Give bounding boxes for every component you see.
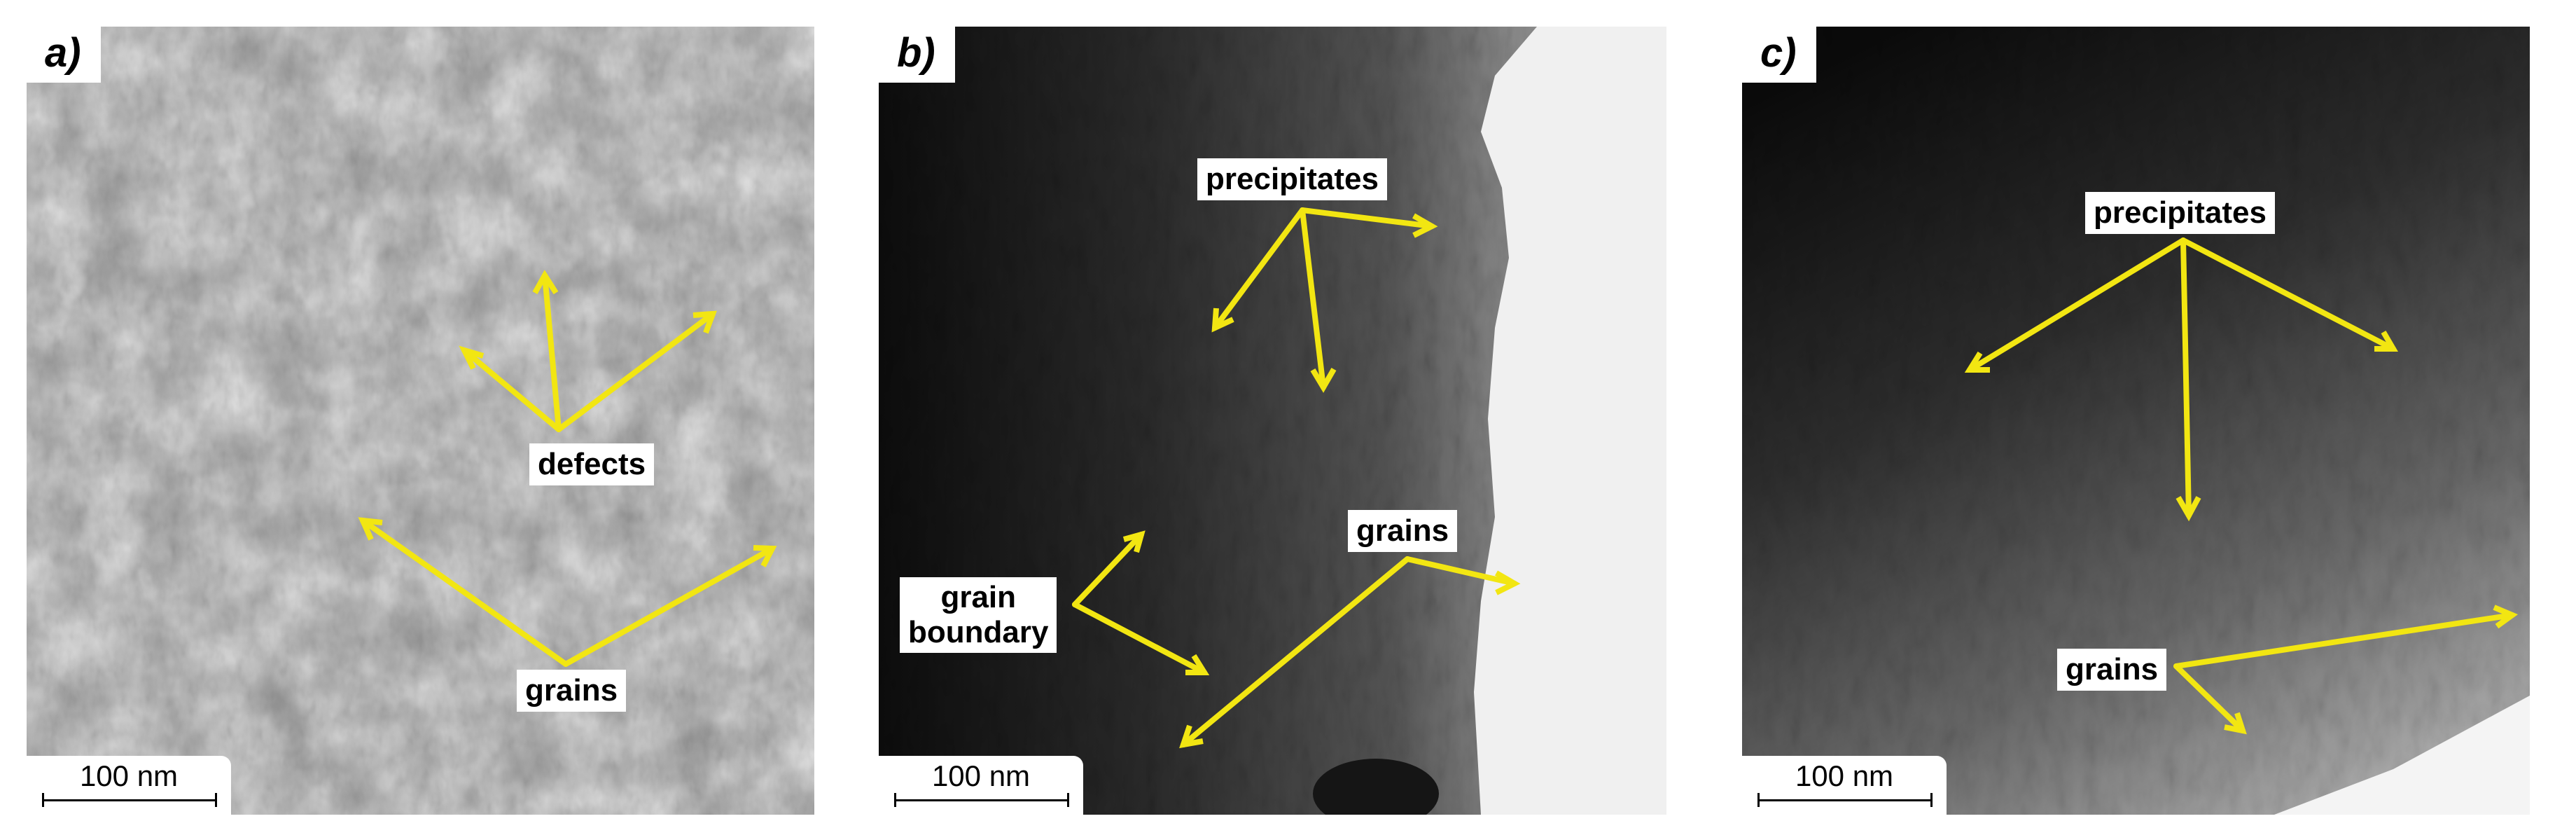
micrograph-image-a bbox=[27, 27, 814, 815]
scale-bar-text-c: 100 nm bbox=[1795, 759, 1894, 792]
micrograph-panel-c: c) precipitates grains 100 nm bbox=[1742, 27, 2530, 815]
micrograph-image-b bbox=[879, 27, 1666, 815]
micrograph-panel-b: b) precipitates grains grain boundary 10… bbox=[879, 27, 1666, 815]
defects-label: defects bbox=[529, 443, 655, 485]
precipitates-label-c: precipitates bbox=[2085, 192, 2275, 234]
micrograph-panel-a: a) defects grains 100 nm bbox=[27, 27, 814, 815]
grain-boundary-label: grain boundary bbox=[900, 577, 1057, 653]
scale-bar-line-b bbox=[894, 793, 1069, 807]
scale-bar-line-c bbox=[1757, 793, 1933, 807]
scale-bar-c: 100 nm bbox=[1742, 756, 1947, 815]
panel-letter-a: a) bbox=[27, 27, 101, 83]
grain-boundary-line2: boundary bbox=[908, 615, 1049, 649]
scale-bar-line-a bbox=[42, 793, 217, 807]
panel-letter-c: c) bbox=[1742, 27, 1816, 83]
precipitates-label-b: precipitates bbox=[1197, 158, 1387, 200]
panel-letter-b: b) bbox=[879, 27, 955, 83]
grain-boundary-line1: grain bbox=[940, 580, 1017, 614]
grains-label-a: grains bbox=[517, 670, 627, 712]
scale-bar-a: 100 nm bbox=[27, 756, 231, 815]
scale-bar-text-b: 100 nm bbox=[931, 759, 1031, 792]
grains-label-b: grains bbox=[1348, 510, 1458, 552]
scale-bar-b: 100 nm bbox=[879, 756, 1083, 815]
scale-bar-text-a: 100 nm bbox=[79, 759, 179, 792]
micrograph-image-c bbox=[1742, 27, 2530, 815]
grains-label-c: grains bbox=[2057, 649, 2167, 691]
